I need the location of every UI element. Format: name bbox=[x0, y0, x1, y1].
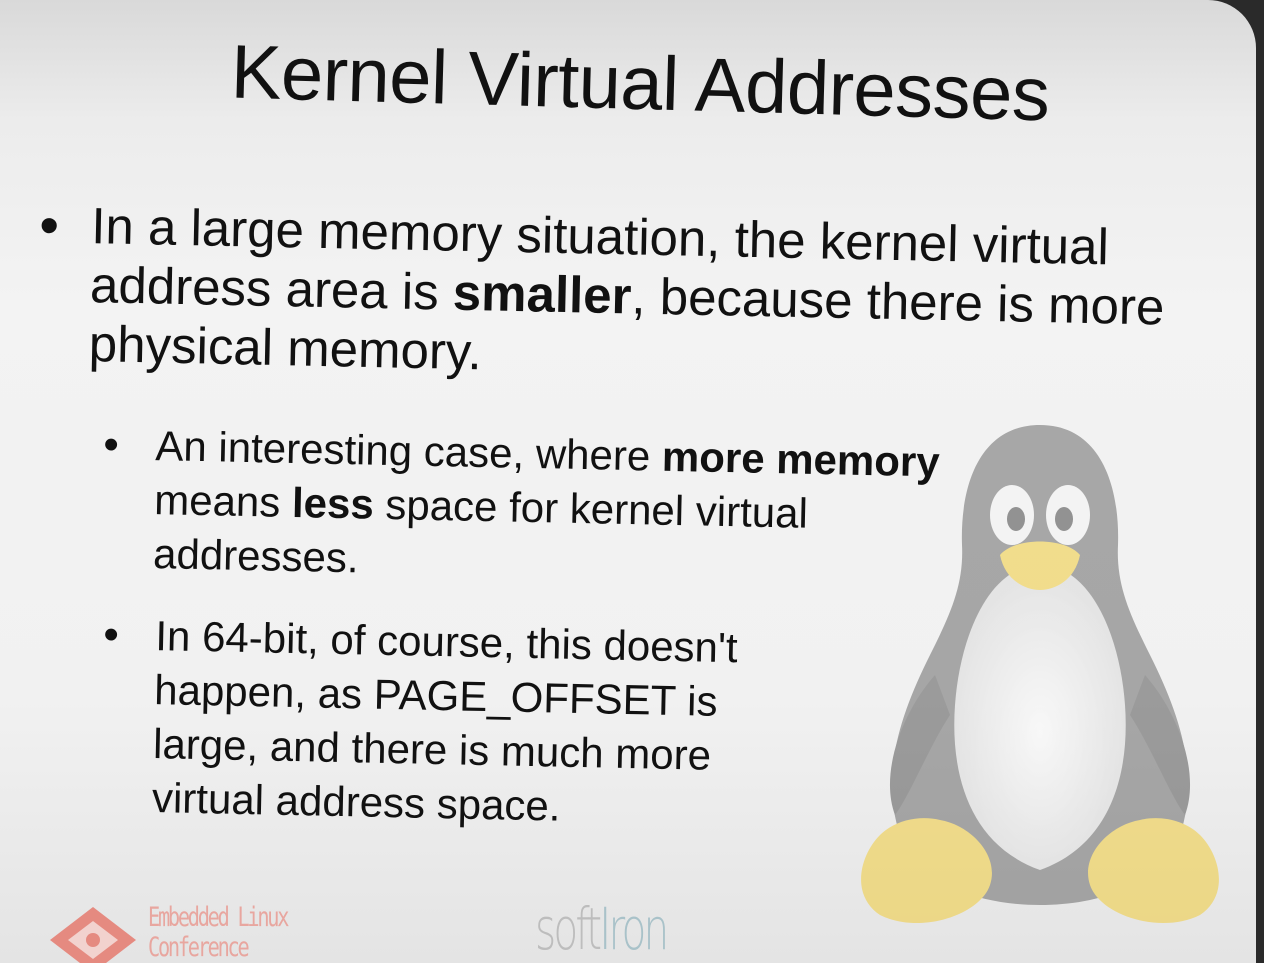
bullet-text: In a large memory situation, the kernel … bbox=[88, 197, 1165, 381]
sub-bullet-text: An interesting case, where more memory m… bbox=[152, 422, 941, 582]
elc-diamond-logo-icon bbox=[50, 907, 136, 963]
tux-penguin-icon bbox=[861, 425, 1219, 924]
bullet-icon: • bbox=[38, 193, 60, 257]
sub-bullet-text: In 64-bit, of course, this doesn't happe… bbox=[151, 612, 739, 830]
slide-title: Kernel Virtual Addresses bbox=[229, 29, 1051, 138]
sub-bullet-item: • An interesting case, where more memory… bbox=[101, 418, 1004, 599]
conference-logo-text: Embedded Linux Conference bbox=[148, 902, 289, 963]
bullet-icon: • bbox=[102, 609, 120, 660]
sponsor-logo: softIron bbox=[535, 895, 669, 963]
bullet-icon: • bbox=[102, 419, 120, 470]
sub-bullet-item: • In 64-bit, of course, this doesn't hap… bbox=[99, 608, 803, 839]
bullet-item: • In a large memory situation, the kerne… bbox=[36, 193, 1219, 397]
